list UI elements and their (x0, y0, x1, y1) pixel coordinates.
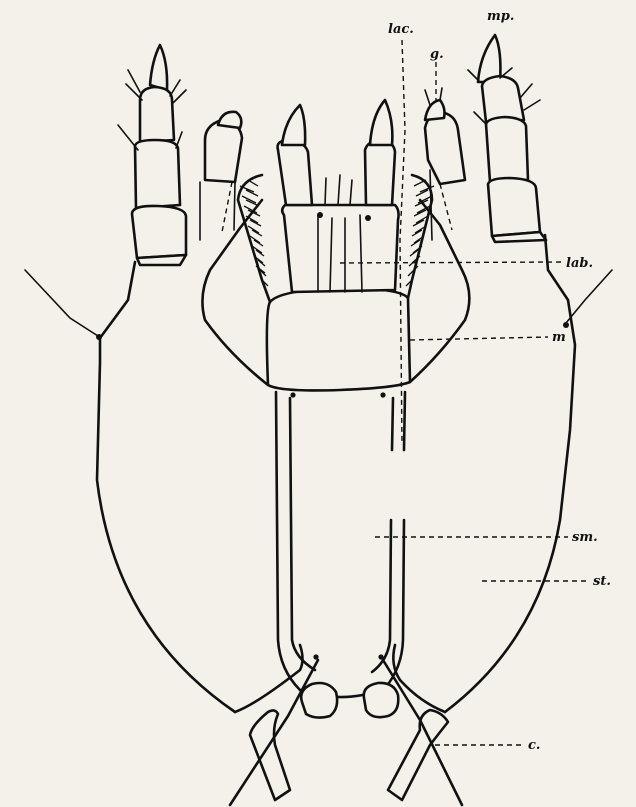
cardo-right (383, 660, 462, 805)
labial-palp-right-tip (370, 100, 392, 145)
basal-plate-right (364, 683, 399, 717)
label-c: c. (528, 738, 540, 753)
basal-plate-left (301, 683, 337, 718)
left-column (276, 392, 300, 690)
label-sm: sm. (572, 530, 598, 545)
left-joint-dot (96, 334, 102, 340)
right-seta-line (566, 270, 612, 323)
labial-palp-left-seg1 (278, 140, 313, 205)
outer-body-outline-right (445, 235, 575, 712)
left-maxillary-palp (118, 45, 186, 265)
label-mp: mp. (487, 9, 514, 24)
left-seta-line (25, 270, 98, 336)
label-g: g. (430, 47, 444, 62)
right-maxillary-palp (468, 35, 546, 242)
labial-wing-right (410, 200, 469, 382)
labial-wing-left (202, 200, 268, 385)
labium-dot-left (317, 212, 323, 218)
labium-dot-right (365, 215, 371, 221)
mentum-plate (267, 288, 410, 390)
right-galea (425, 88, 465, 240)
label-lab: lab. (566, 256, 593, 271)
right-joint-dot (563, 322, 569, 328)
leader-m (410, 337, 548, 340)
bottom-edge-left (235, 645, 303, 712)
label-lac: lac. (388, 22, 414, 37)
outer-body-outline (97, 262, 235, 712)
right-column (404, 392, 405, 450)
label-m: m (552, 330, 566, 345)
labium-body (282, 205, 398, 292)
hatched-comb-right (406, 175, 434, 298)
right-column-lower-inner (372, 520, 391, 672)
right-column-inner (392, 398, 393, 450)
column-dot-right (380, 392, 385, 397)
left-galea (200, 112, 242, 240)
labium-setae (325, 175, 352, 205)
labial-palp-right-seg1 (365, 140, 395, 205)
cardo-left (230, 660, 318, 805)
column-dot-left (290, 392, 295, 397)
labial-palp-left-tip (282, 105, 305, 145)
hatched-comb-left (238, 175, 270, 302)
label-st: st. (593, 574, 611, 589)
left-column-inner (290, 398, 315, 670)
